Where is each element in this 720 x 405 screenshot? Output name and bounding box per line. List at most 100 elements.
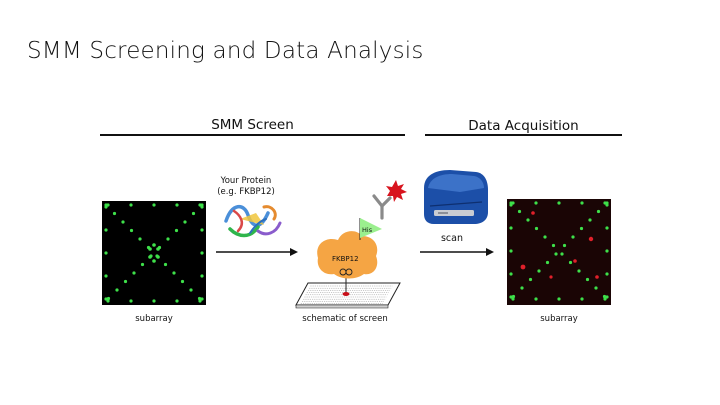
green-spot <box>520 286 524 290</box>
protein-caption-line1: Your Protein <box>220 176 272 186</box>
scan-label: scan <box>440 233 463 244</box>
green-spot <box>588 218 592 222</box>
subarray-left-background <box>102 201 206 305</box>
green-spot <box>603 201 607 205</box>
green-spot <box>571 235 575 239</box>
smm-screen-rule <box>100 134 405 136</box>
red-hit-spot <box>573 259 577 263</box>
green-spot <box>183 220 187 224</box>
green-spot <box>534 297 538 301</box>
green-spot <box>557 201 561 205</box>
green-spot <box>517 209 522 214</box>
green-spot <box>554 252 558 256</box>
green-spot <box>585 277 590 282</box>
green-spot <box>104 251 108 255</box>
green-spot <box>537 269 541 273</box>
antibody-icon <box>372 194 392 220</box>
green-spot <box>163 262 168 267</box>
green-spot <box>596 209 601 214</box>
green-spot <box>200 251 204 255</box>
green-spot <box>129 203 133 207</box>
green-spot <box>577 269 581 273</box>
his-tag-label: His <box>362 226 373 234</box>
green-spot <box>112 211 117 216</box>
green-spot <box>509 272 513 276</box>
red-hit-spot <box>549 275 553 279</box>
green-spot <box>200 228 204 232</box>
green-spot <box>509 203 513 207</box>
green-spot <box>526 218 530 222</box>
green-spot <box>200 205 204 209</box>
green-spot <box>104 297 108 301</box>
green-spot <box>562 243 567 248</box>
green-spot <box>129 299 133 303</box>
green-spot <box>198 203 202 207</box>
green-spot <box>152 259 156 263</box>
green-spot <box>509 249 513 253</box>
green-spot <box>152 299 156 303</box>
green-spot <box>132 271 136 275</box>
fkbp12-label: FKBP12 <box>332 255 359 263</box>
subarray-right-label: subarray <box>540 314 578 324</box>
green-spot <box>200 297 204 301</box>
green-spot <box>557 297 561 301</box>
ribbon-protein-icon <box>224 205 282 238</box>
microarray-scanner-icon <box>424 170 488 224</box>
green-spot <box>580 297 584 301</box>
green-spot <box>175 299 179 303</box>
green-spot <box>104 228 108 232</box>
green-spot <box>509 295 513 299</box>
ligand-spot <box>342 292 350 296</box>
green-spot <box>129 228 134 233</box>
green-spot <box>148 247 152 251</box>
ligand-ring-icon <box>339 268 353 276</box>
green-spot <box>605 295 609 299</box>
red-hit-spot <box>588 236 594 242</box>
green-spot <box>106 203 110 207</box>
green-spot <box>174 228 179 233</box>
green-spot <box>140 262 145 267</box>
subarray-right-image <box>507 199 611 305</box>
green-spot <box>121 220 125 224</box>
green-spot <box>511 294 516 299</box>
green-spot <box>543 235 547 239</box>
green-spot <box>605 249 609 253</box>
green-spot <box>511 201 515 205</box>
green-spot <box>605 226 609 230</box>
his-tag-flag <box>360 218 382 238</box>
green-spot <box>148 255 152 259</box>
green-spot <box>605 203 609 207</box>
green-spot <box>166 237 170 241</box>
slide-title: SMM Screening and Data Analysis <box>27 38 424 64</box>
data-acquisition-header: Data Acquisition <box>468 118 579 134</box>
green-spot <box>602 294 607 299</box>
green-spot <box>545 260 550 265</box>
green-spot <box>560 252 564 256</box>
green-spot <box>115 288 119 292</box>
red-hit-spot <box>595 275 599 279</box>
green-spot <box>200 274 204 278</box>
green-spot <box>197 296 202 301</box>
smm-screen-header: SMM Screen <box>211 117 294 133</box>
green-spot <box>511 297 515 301</box>
green-spot <box>175 203 179 207</box>
data-acquisition-rule <box>425 134 622 136</box>
green-spot <box>579 226 584 231</box>
green-spot <box>568 260 573 265</box>
green-spot <box>104 205 108 209</box>
green-spot <box>156 255 160 259</box>
fluorescent-burst-icon <box>386 180 407 202</box>
protein-caption-line2: (e.g. FKBP12) <box>217 187 275 197</box>
arrow-to-result <box>420 248 494 256</box>
arrow-to-schematic <box>216 248 298 256</box>
green-spot <box>172 271 176 275</box>
green-spot <box>106 296 111 301</box>
green-spot <box>138 237 142 241</box>
green-spot <box>104 274 108 278</box>
green-spot <box>594 286 598 290</box>
green-spot <box>534 226 539 231</box>
green-spot <box>152 243 156 247</box>
green-spot <box>152 203 156 207</box>
green-spot <box>123 279 128 284</box>
subarray-left-image <box>102 201 206 305</box>
